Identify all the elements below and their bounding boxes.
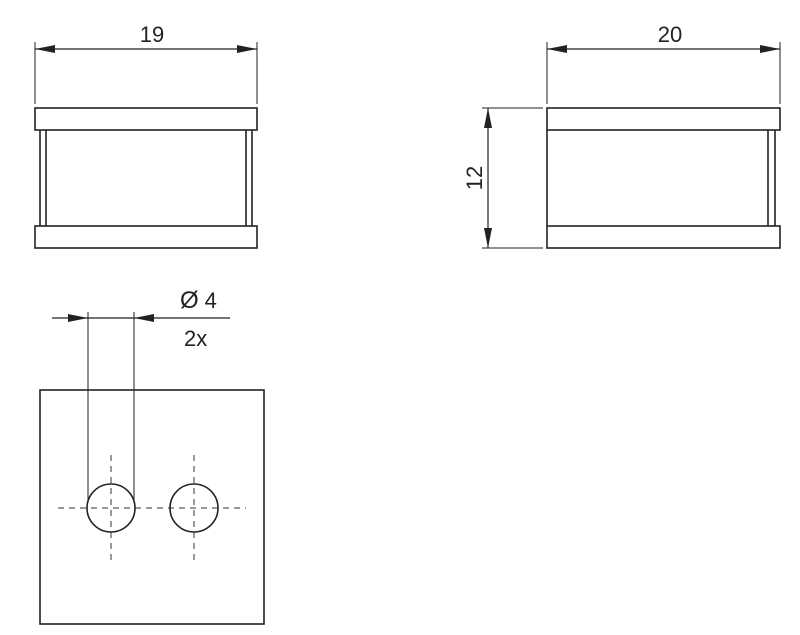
- side-bottom-plate: [546, 225, 781, 249]
- side-view: 20 12: [462, 22, 781, 249]
- side-height-arrow-top: [484, 108, 492, 128]
- front-top-plate: [34, 107, 258, 131]
- front-view: 19: [34, 22, 258, 249]
- side-dim-arrow-left: [547, 45, 567, 53]
- side-width-label: 20: [658, 22, 682, 47]
- hole-1: [86, 483, 136, 533]
- front-width-dimension: 19: [34, 22, 258, 104]
- side-height-dimension: 12: [462, 107, 543, 249]
- hole-2: [169, 483, 219, 533]
- side-top-plate: [546, 107, 781, 131]
- top-view-outline: [39, 389, 265, 625]
- hole-diameter-value: 4: [205, 288, 217, 313]
- diameter-symbol: Ø: [180, 287, 199, 314]
- side-dim-arrow-right: [760, 45, 780, 53]
- side-width-dimension: 20: [546, 22, 781, 104]
- hole-dim-arrow-right: [134, 314, 154, 322]
- side-height-arrow-bottom: [484, 228, 492, 248]
- hole-count-label: 2x: [184, 326, 207, 351]
- front-dim-arrow-right: [237, 45, 257, 53]
- front-dim-arrow-left: [35, 45, 55, 53]
- front-width-label: 19: [140, 22, 164, 47]
- front-bottom-plate: [34, 225, 258, 249]
- side-height-label: 12: [462, 166, 487, 190]
- hole-dim-arrow-left: [68, 314, 88, 322]
